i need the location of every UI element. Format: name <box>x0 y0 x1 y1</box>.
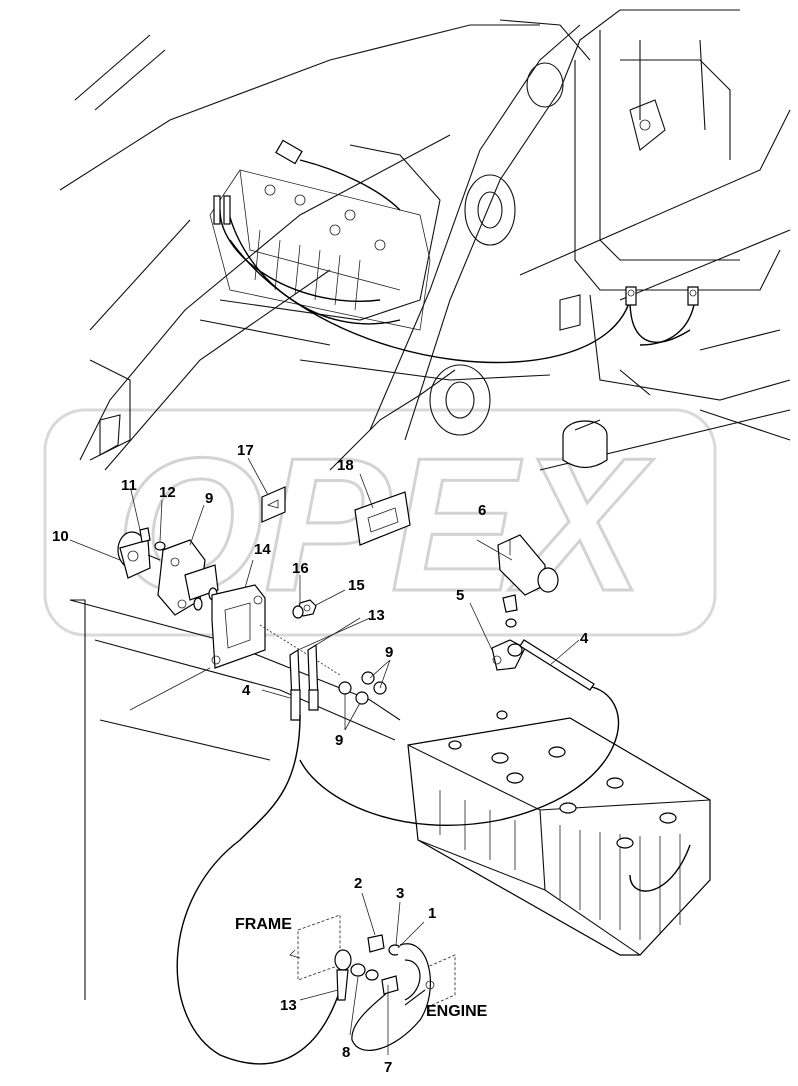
engine-label: ENGINE <box>426 1003 488 1020</box>
leader-lines <box>69 457 580 1055</box>
part-10-switch <box>117 531 161 579</box>
callout-11: 11 <box>121 477 137 494</box>
callout-9-top: 9 <box>205 490 213 507</box>
part-17-decal <box>261 486 286 523</box>
callout-17: 17 <box>237 442 254 459</box>
part-9-nuts <box>338 671 387 705</box>
callout-1: 1 <box>428 905 436 922</box>
ground-strap <box>289 914 456 1051</box>
fuel-cap <box>562 419 608 469</box>
callout-4-left: 4 <box>242 682 251 699</box>
callout-12: 12 <box>159 484 176 501</box>
engine-plate <box>424 954 456 1009</box>
upper-battery <box>209 144 441 331</box>
frame-plate <box>297 914 341 981</box>
callout-6: 6 <box>478 502 486 519</box>
callout-13-lower: 13 <box>280 997 297 1014</box>
callout-18: 18 <box>337 457 354 474</box>
part-13-terminals-upper <box>289 643 319 721</box>
callout-9-right: 9 <box>385 644 393 661</box>
part-11-12-screw <box>139 527 166 551</box>
callout-13-upper: 13 <box>368 607 385 624</box>
callouts: 17 18 11 12 9 10 14 16 15 13 9 4 9 6 5 4… <box>52 442 589 1076</box>
callout-10: 10 <box>52 528 69 545</box>
part-14-bracket <box>211 584 266 669</box>
callout-3: 3 <box>396 885 404 902</box>
callout-14: 14 <box>254 541 271 558</box>
part-18-decal <box>354 491 411 546</box>
part-4-cables <box>176 639 620 1065</box>
part-16-washer <box>292 605 304 619</box>
part-9-switch-body <box>157 539 219 616</box>
mounting-line <box>259 624 341 676</box>
mounting-line-2 <box>129 667 211 711</box>
callout-15: 15 <box>348 577 365 594</box>
callout-9-bottom: 9 <box>335 732 343 749</box>
frame-label: FRAME <box>235 916 292 933</box>
callout-8: 8 <box>342 1044 350 1061</box>
part-5-bolt <box>491 594 526 671</box>
main-battery <box>407 710 711 956</box>
callout-7: 7 <box>384 1059 392 1076</box>
callout-16: 16 <box>292 560 309 577</box>
callout-4-right: 4 <box>580 630 589 647</box>
part-6-terminal-cover <box>497 534 559 596</box>
callout-2: 2 <box>354 875 362 892</box>
callout-5: 5 <box>456 587 464 604</box>
upper-cables <box>213 139 699 364</box>
